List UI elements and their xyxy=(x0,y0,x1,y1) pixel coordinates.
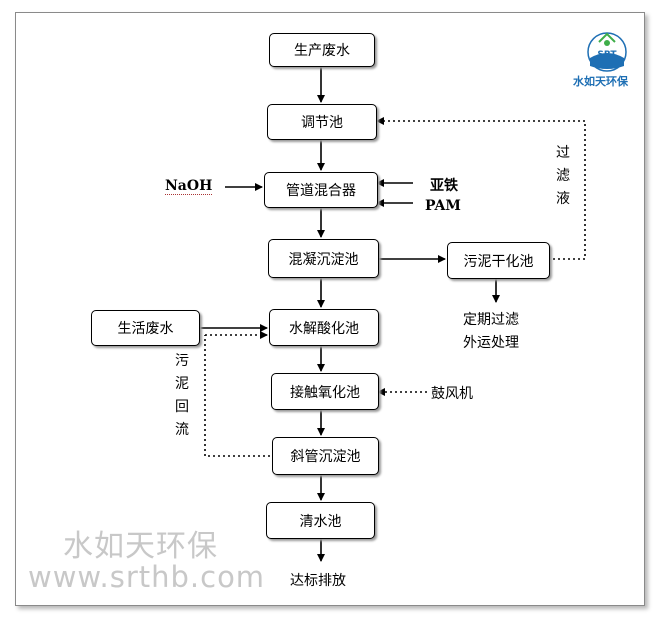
label-filtrate: 过滤液 xyxy=(556,145,570,207)
node-hydrolysis-tank: 水解酸化池 xyxy=(269,309,379,346)
label-sludge-disposal-2: 外运处理 xyxy=(463,335,519,351)
node-coag-sed-tank: 混凝沉淀池 xyxy=(268,239,379,278)
label-sludge-disposal-1: 定期过滤 xyxy=(463,312,519,328)
label-discharge: 达标排放 xyxy=(290,573,346,589)
node-pipe-mixer: 管道混合器 xyxy=(264,172,378,208)
node-domestic-wastewater: 生活废水 xyxy=(91,310,200,346)
node-wastewater: 生产废水 xyxy=(269,33,375,67)
sludge-return-dotted xyxy=(204,335,270,457)
logo-name: 水如天环保 xyxy=(573,75,628,88)
watermark-company: 水如天环保 xyxy=(63,529,218,564)
company-logo: SRT xyxy=(587,32,627,72)
node-clear-water-tank: 清水池 xyxy=(266,502,375,539)
node-regulating-tank: 调节池 xyxy=(267,104,377,140)
label-sludge-return: 污泥回流 xyxy=(175,353,189,438)
filtrate-return-dotted xyxy=(548,121,586,260)
label-pam: PAM xyxy=(425,198,461,214)
label-naoh: NaOH xyxy=(165,178,213,195)
node-contact-oxidation: 接触氧化池 xyxy=(271,373,379,410)
label-ferrous: 亚铁 xyxy=(430,178,458,194)
watermark-url: www.srthb.com xyxy=(28,560,266,594)
logo-abbr: SRT xyxy=(597,50,617,60)
node-inclined-sed-tank: 斜管沉淀池 xyxy=(272,437,379,475)
label-blower: 鼓风机 xyxy=(431,386,473,402)
node-sludge-dry: 污泥干化池 xyxy=(447,242,550,279)
